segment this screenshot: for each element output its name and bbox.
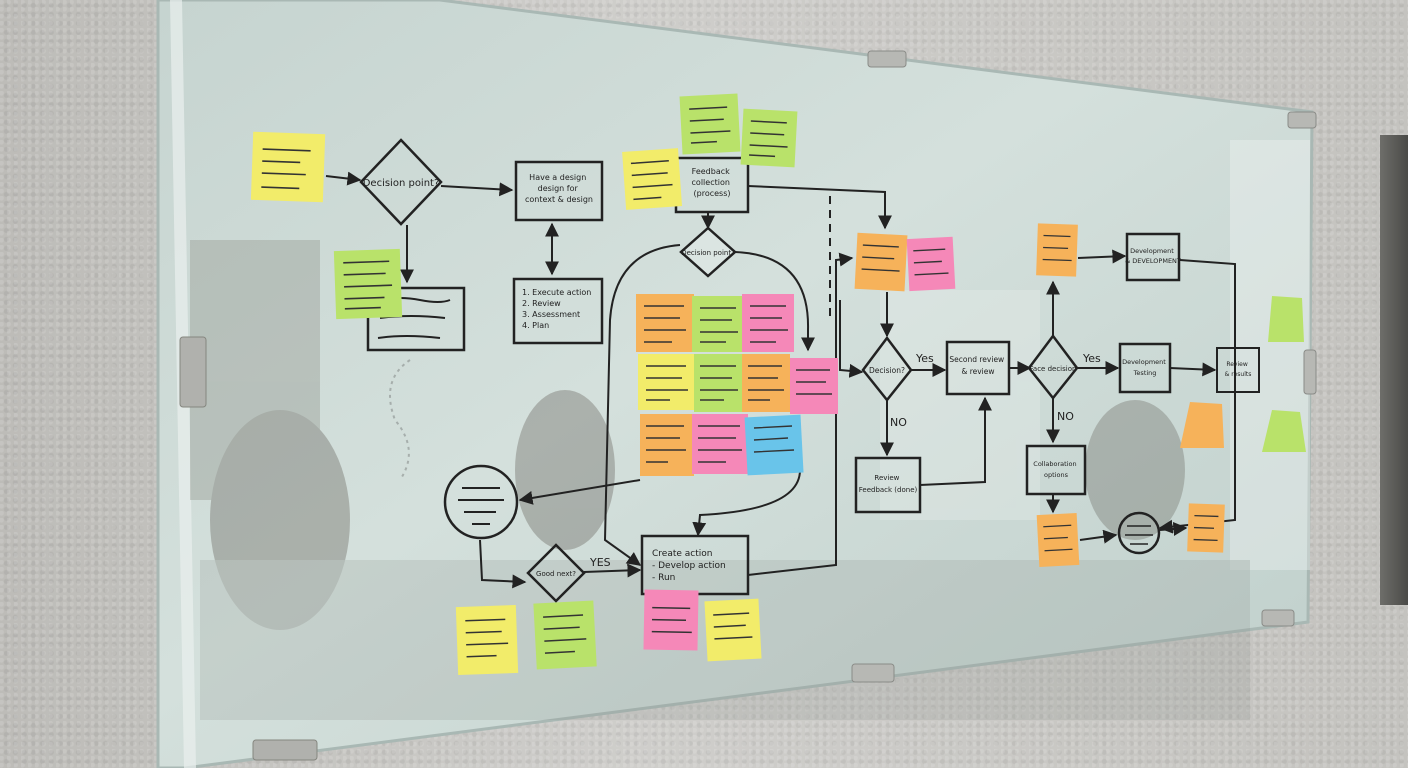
no-label: NO (890, 416, 907, 429)
clip-top (867, 50, 907, 68)
svg-text:Good next?: Good next? (536, 570, 576, 578)
sticky-note (740, 108, 798, 168)
mounting-clips (179, 50, 1317, 761)
svg-text:Face decision: Face decision (1030, 365, 1077, 373)
sticky-note (790, 358, 838, 414)
decision-diamond-2: Decision point? (679, 226, 737, 278)
svg-text:Development Testing: Development Testing (1122, 358, 1168, 377)
process-box-second-review: Second review & review (945, 340, 1011, 396)
sticky-note-tilted (1268, 296, 1304, 342)
sticky-note (854, 232, 908, 292)
sticky-note (533, 600, 597, 670)
process-box-development-testing: Development Testing (1118, 342, 1172, 394)
svg-text:Decision point?: Decision point? (363, 178, 440, 189)
circle-node-right (1117, 511, 1161, 555)
sticky-note (640, 414, 694, 476)
sticky-note (1187, 503, 1225, 553)
svg-text:Second review & review: Second review & review (949, 355, 1006, 376)
svg-text:1. Execute action 2. Rev: 1. Execute action 2. Review 3. Assessmen… (522, 288, 594, 330)
sticky-note (744, 414, 804, 476)
clip-bottom-mid (851, 663, 895, 683)
sticky-notes (250, 93, 1306, 676)
process-box-review-feedback: Review Feedback (done) (854, 456, 922, 514)
sticky-note (906, 236, 956, 292)
marker-smudge (389, 359, 411, 481)
svg-text:Decision point?: Decision point? (681, 249, 735, 257)
circle-node-left (443, 464, 519, 540)
sticky-note (694, 354, 744, 412)
no-label: NO (1057, 410, 1074, 423)
clip-left (179, 336, 207, 408)
sticky-note (692, 296, 744, 352)
process-box-design: Have a design design for context & desig… (514, 160, 604, 222)
svg-text:Review & results: Review & results (1225, 361, 1252, 378)
svg-text:Have a design design for: Have a design design for context & desig… (525, 173, 593, 204)
decision-diamond-5: Good next? (526, 543, 586, 603)
decision-diamond-4: Face decision (1027, 333, 1079, 401)
sticky-note (704, 598, 762, 662)
sticky-note (1036, 512, 1080, 568)
sticky-note (1036, 223, 1078, 277)
svg-text:Collaboration options: Collaboration options (1033, 460, 1078, 479)
sticky-note (622, 148, 683, 210)
sticky-note (692, 414, 748, 474)
sticky-note (742, 354, 790, 412)
process-box-development-1: Development & DEVELOPMENT (1125, 232, 1181, 282)
sticky-note (638, 354, 696, 410)
yes-label: YES (589, 556, 611, 569)
sticky-note (250, 131, 326, 203)
svg-text:Feedback collection: Feedback collection (process) (692, 167, 733, 198)
process-box-review-final: Review & results (1216, 347, 1260, 393)
sticky-note (333, 248, 403, 320)
process-box-collaboration: Collaboration options (1025, 444, 1087, 496)
yes-label: Yes (1082, 352, 1101, 365)
svg-text:Review Feedback (done): Review Feedback (done) (859, 474, 918, 494)
clip-top-right (1287, 111, 1317, 129)
branch-labels: Yes Yes YES NO NO (589, 352, 1101, 569)
decision-diamond-1: Decision point? (359, 138, 443, 226)
yes-label: Yes (915, 352, 934, 365)
sticky-note (742, 294, 794, 352)
svg-text:Development & DEVELOPMEN: Development & DEVELOPMENT (1125, 247, 1181, 265)
svg-text:Create action - Develop: Create action - Develop action - Run (652, 549, 729, 583)
decision-diamond-3: Decision? (861, 335, 913, 403)
svg-text:Decision?: Decision? (869, 366, 905, 375)
sticky-note (679, 93, 741, 155)
clip-bottom-left (252, 739, 318, 761)
sticky-note-scribbles (644, 305, 832, 463)
sticky-note (455, 604, 519, 676)
sticky-note (636, 294, 694, 352)
clip-bottom-right (1261, 609, 1295, 627)
process-box-execute: 1. Execute action 2. Review 3. Assessmen… (512, 277, 604, 345)
sticky-note (643, 589, 699, 651)
picture-frame-edge (1380, 135, 1408, 605)
clip-right (1303, 349, 1317, 395)
sticky-note-tilted (1180, 402, 1224, 448)
sticky-note-tilted (1262, 410, 1306, 452)
